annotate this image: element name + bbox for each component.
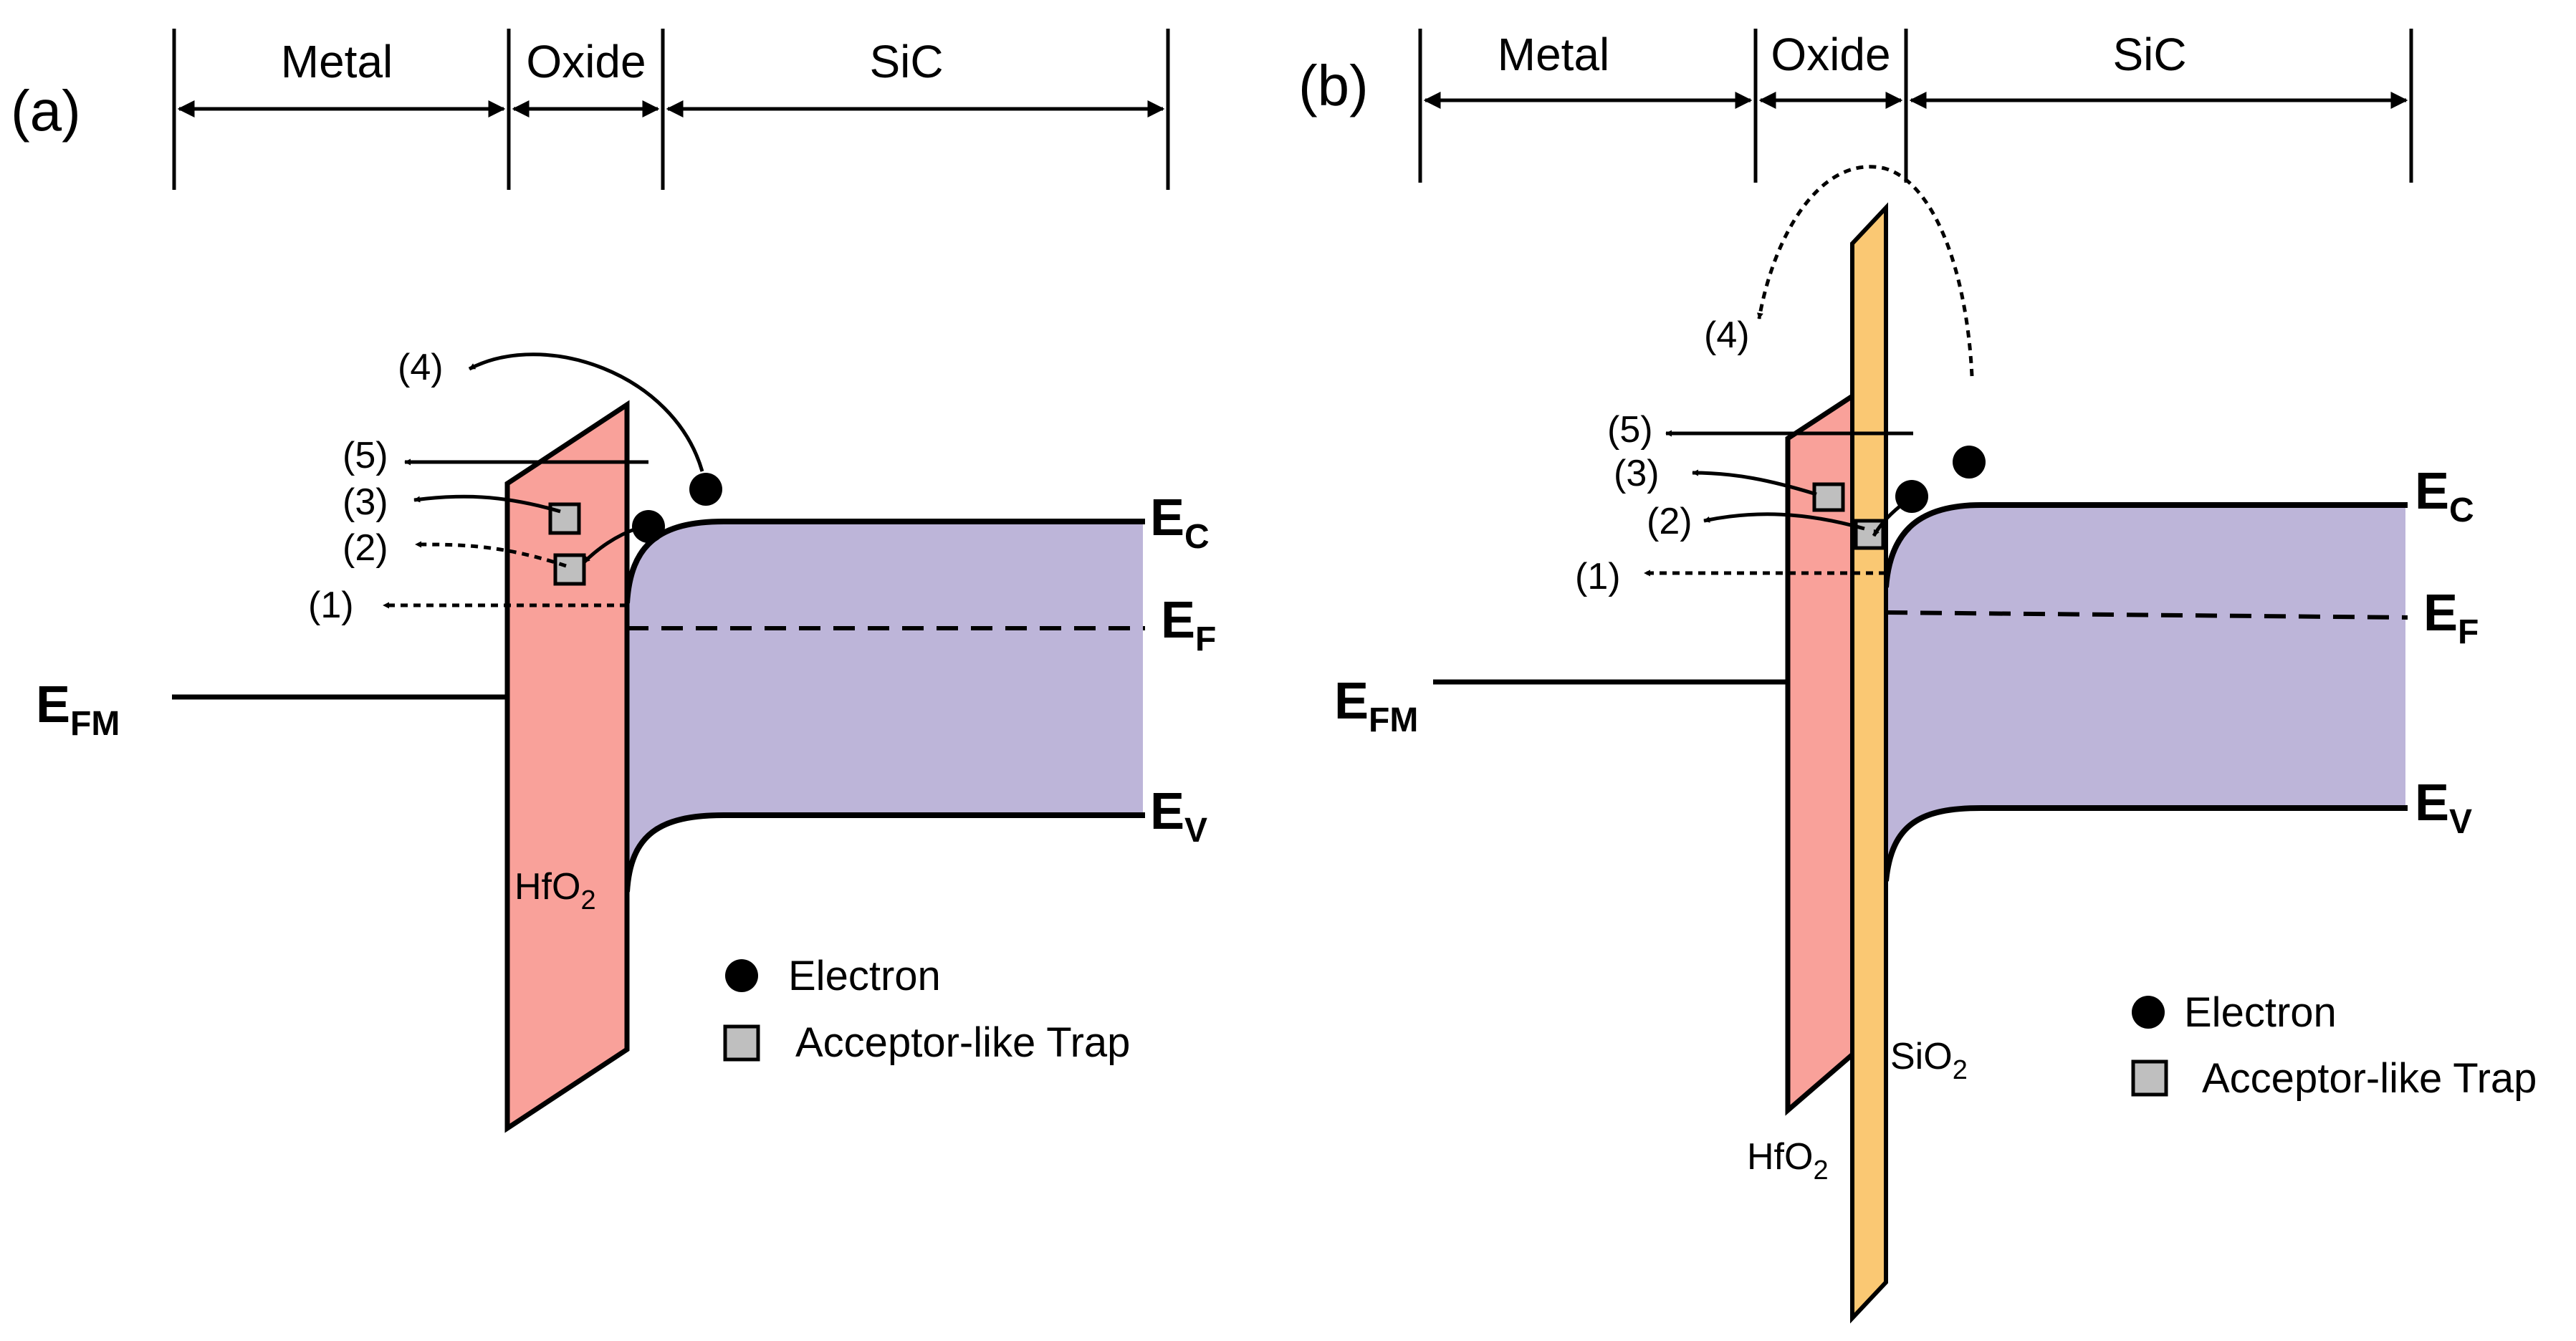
sio2-label: SiO2 (1890, 1036, 1968, 1085)
acceptor-trap (553, 553, 586, 586)
path-2-capture-arrow (583, 524, 644, 564)
efm-label: EFM (36, 676, 120, 743)
path-4-arrow (468, 352, 704, 472)
path-4-label: (4) (398, 347, 444, 388)
efm-label: EFM (1334, 673, 1418, 739)
ec-label: EC (2415, 463, 2474, 529)
trap-legend-icon (2131, 1059, 2168, 1097)
panel-b-label: (b) (1298, 54, 1369, 117)
panel-b: (b) Metal Oxide SiC EC EF EV EFM (1298, 29, 2537, 1324)
ef-label: EF (2423, 585, 2479, 651)
path-4-label: (4) (1704, 314, 1750, 356)
conduction-band-edge (1883, 502, 2408, 588)
hfo2-layer (504, 400, 630, 1133)
path-5-label: (5) (343, 435, 388, 476)
trap-legend-icon (723, 1024, 760, 1062)
sic-band-region (1886, 505, 2405, 881)
fermi-level (1885, 610, 2408, 620)
path-3-label: (3) (343, 481, 388, 523)
electron-legend-icon (725, 959, 758, 992)
electron (689, 473, 722, 506)
path-2-label: (2) (343, 527, 388, 569)
trap-legend-label: Acceptor-like Trap (795, 1019, 1130, 1066)
sic-region-label: SiC (2112, 29, 2186, 80)
panel-a-legend: Electron Acceptor-like Trap (723, 953, 1130, 1066)
ec-label: EC (1150, 489, 1210, 556)
path-3-arrow (413, 494, 561, 514)
panel-b-transport-paths (1644, 165, 1974, 577)
panel-a-transport-paths (383, 352, 704, 609)
panel-b-legend: Electron Acceptor-like Trap (2131, 989, 2537, 1102)
path-5-label: (5) (1607, 409, 1653, 451)
oxide-region-label: Oxide (1771, 29, 1890, 80)
electron-legend-label: Electron (788, 953, 941, 999)
panel-b-region-header (1418, 29, 2413, 183)
electron (1953, 446, 1986, 479)
electron-legend-icon (2132, 996, 2165, 1029)
path-1-label: (1) (1575, 556, 1621, 597)
sic-band-region (627, 522, 1143, 892)
sic-region-label: SiC (869, 36, 943, 87)
valence-band-edge (624, 812, 1145, 893)
panel-a-label: (a) (11, 79, 81, 143)
ef-label: EF (1161, 592, 1216, 658)
path-2-capture-arrow (1872, 500, 1907, 537)
ev-label: EV (1150, 783, 1207, 850)
path-3-arrow (1692, 469, 1817, 496)
oxide-region-label: Oxide (526, 36, 646, 87)
hfo2-label: HfO2 (1747, 1136, 1829, 1186)
panel-a-region-header (172, 29, 1170, 190)
acceptor-trap (1812, 482, 1845, 512)
electron (632, 510, 665, 543)
metal-region-label: Metal (281, 36, 393, 87)
ev-label: EV (2415, 774, 2472, 841)
trap-legend-label: Acceptor-like Trap (2202, 1055, 2537, 1102)
sio2-layer (1850, 202, 1888, 1324)
path-3-label: (3) (1614, 453, 1660, 494)
electron-legend-label: Electron (2184, 989, 2337, 1036)
panel-a: (a) Metal Oxide SiC EC EF EV EFM HfO2 (11, 29, 1216, 1133)
path-1-label: (1) (308, 585, 354, 626)
hfo2-label: HfO2 (514, 866, 596, 915)
valence-band-edge (1883, 805, 2408, 882)
path-4-arrow (1756, 165, 1974, 377)
metal-region-label: Metal (1498, 29, 1610, 80)
path-2-arrow (1703, 512, 1865, 531)
path-2-label: (2) (1647, 501, 1692, 542)
